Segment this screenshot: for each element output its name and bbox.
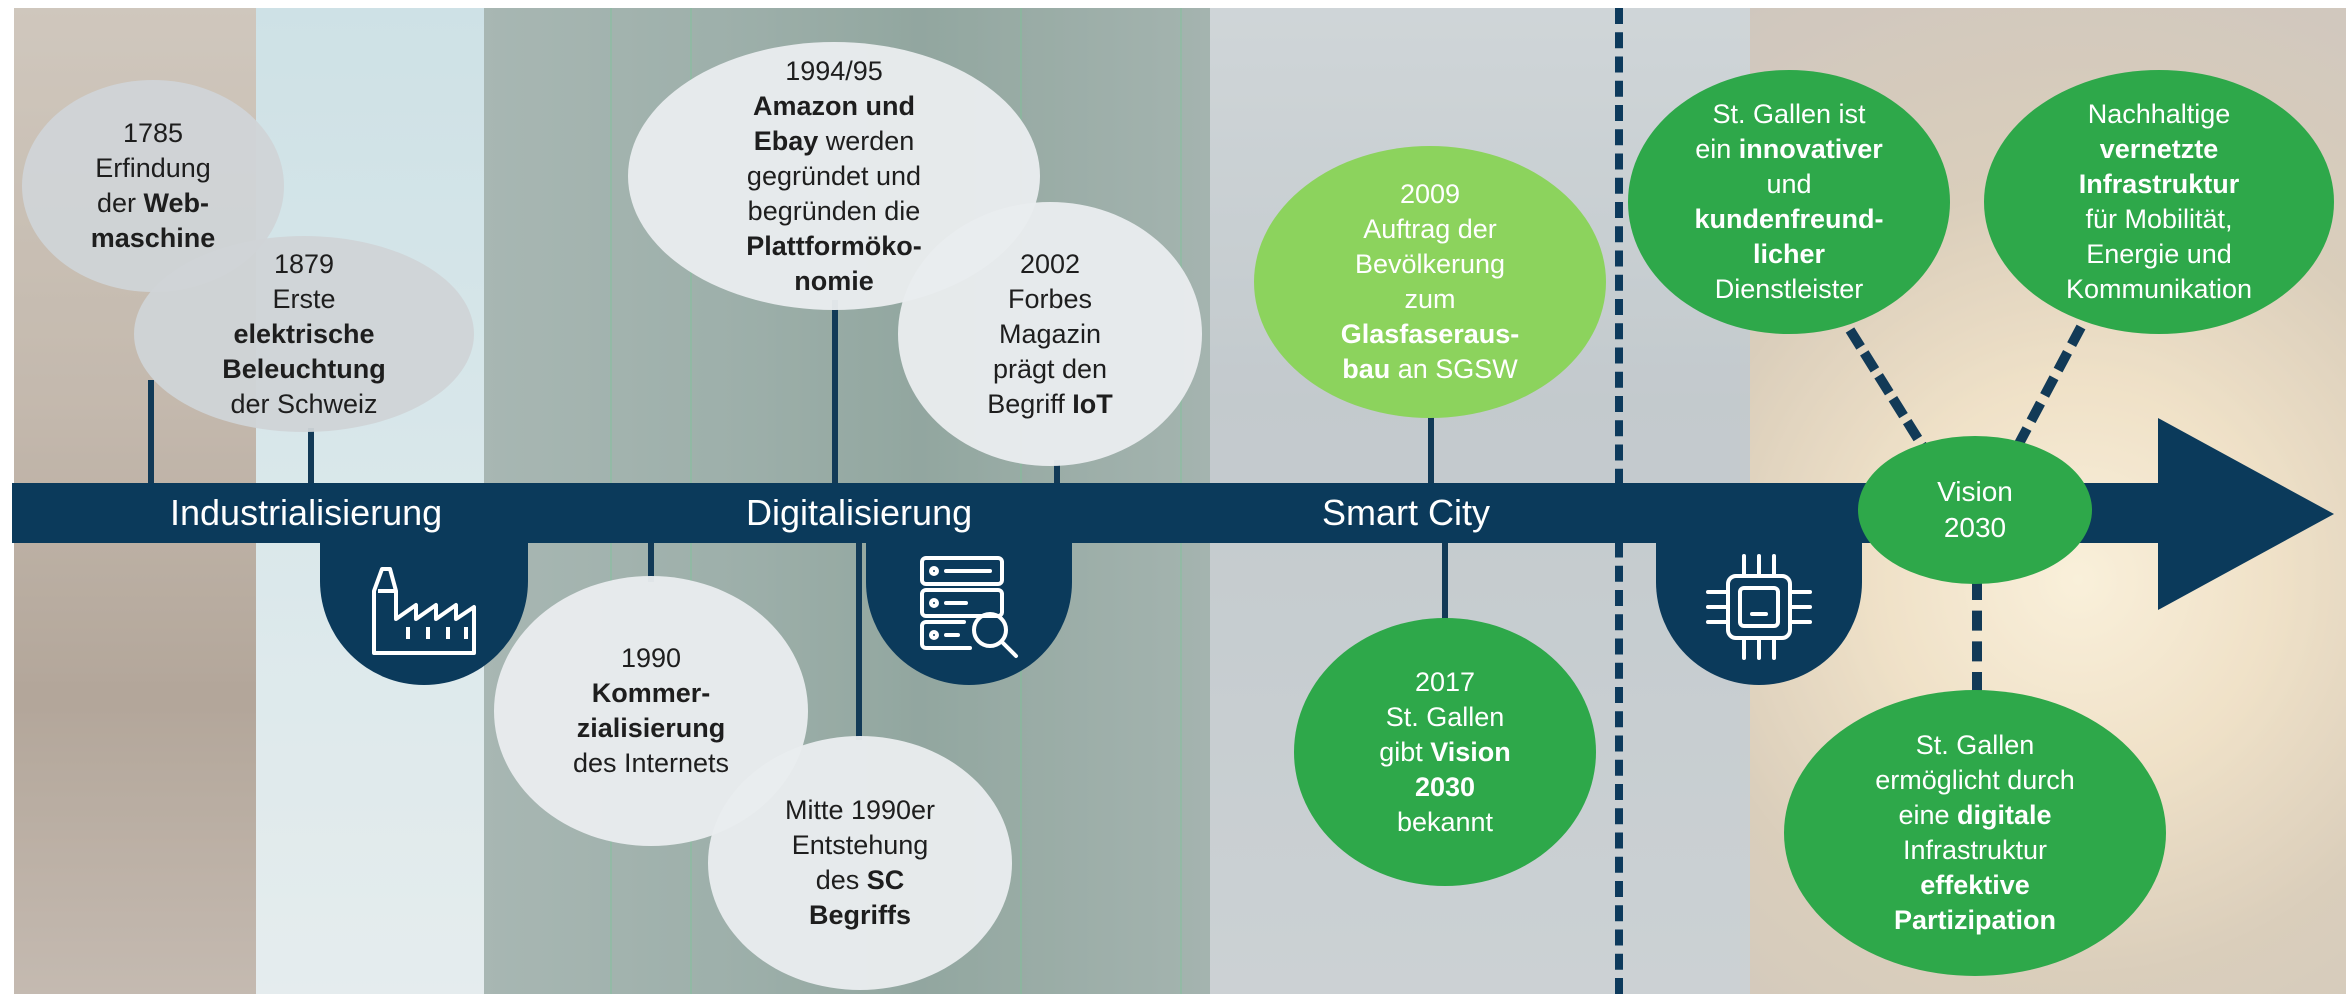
event-text: Begriff IoT [987, 388, 1113, 419]
event-text: Amazon und [753, 90, 915, 121]
goal-service: St. Gallen ist ein innovativer und kunde… [1628, 70, 1950, 334]
event-text: Ebay werden [753, 125, 915, 156]
connector-1990 [648, 540, 654, 582]
event-text: 2030 [1414, 771, 1476, 802]
timeline-bar [12, 483, 2162, 543]
era-digitalisierung: Digitalisierung [746, 492, 973, 533]
goal-text: St. Gallen ist [1712, 99, 1866, 129]
event-2002: 2002 Forbes Magazin prägt den Begriff Io… [898, 202, 1202, 466]
event-text: St. Gallen [1385, 701, 1505, 732]
vision-label: Vision [1937, 476, 2013, 507]
event-text: des Internets [572, 748, 730, 778]
event-2009: 2009 Auftrag der Bevölkerung zum Glasfas… [1254, 146, 1606, 418]
event-year: 1785 [122, 118, 184, 148]
goal-text: Partizipation [1893, 905, 2056, 935]
event-text: nomie [794, 265, 874, 296]
event-text: elektrische [233, 318, 375, 349]
event-text: des SC [815, 865, 905, 895]
event-year: 1994/95 [785, 55, 883, 86]
event-year: 2009 [1399, 179, 1461, 209]
connector-2002 [1054, 460, 1060, 484]
event-1879: 1879 Erste elektrische Beleuchtung der S… [134, 236, 474, 432]
era-industrialisierung: Industrialisierung [170, 492, 443, 533]
goal-text: licher [1752, 239, 1826, 269]
server-search-icon [920, 556, 1018, 658]
goal-text: Energie und [2086, 239, 2232, 269]
event-text: Kommer- [591, 678, 711, 708]
event-year: 2017 [1414, 666, 1476, 697]
event-year: 1990 [620, 643, 682, 673]
event-text: Plattformöko- [746, 230, 922, 261]
event-text: Forbes [1007, 283, 1093, 314]
goal-text: Infrastruktur [2078, 169, 2240, 199]
goal-text: und [1766, 169, 1812, 199]
goal-text: effektive [1920, 870, 2030, 900]
event-year: Mitte 1990er [784, 795, 936, 825]
connector-1994 [832, 300, 838, 484]
event-text: Glasfaseraus- [1340, 319, 1520, 349]
goal-text: kundenfreund- [1694, 204, 1884, 234]
connector-1879 [308, 428, 314, 484]
event-text: Magazin [998, 318, 1102, 349]
event-text: gibt Vision [1379, 736, 1511, 767]
connector-1785 [148, 380, 154, 484]
event-text: gegründet und [746, 160, 922, 191]
goal-text: ein innovativer [1695, 134, 1883, 164]
event-text: Begriffs [808, 900, 911, 930]
event-2017: 2017 St. Gallen gibt Vision 2030 bekannt [1294, 618, 1596, 886]
event-text: der Web- [96, 188, 210, 218]
event-text: maschine [90, 223, 216, 253]
connector-1990er [856, 540, 862, 740]
goal-text: Dienstleister [1714, 274, 1864, 304]
goal-text: vernetzte [2099, 134, 2219, 164]
event-text: zum [1404, 284, 1456, 314]
vision-label: 2030 [1943, 512, 2007, 543]
event-text: Erfindung [95, 153, 211, 183]
goal-text: Infrastruktur [1902, 835, 2048, 865]
event-text: Auftrag der [1363, 214, 1497, 244]
event-text: bau an SGSW [1342, 354, 1518, 384]
event-year: 1879 [273, 248, 335, 279]
vision-link-participation [1972, 580, 1982, 692]
goal-infrastructure: Nachhaltige vernetzte Infrastruktur für … [1984, 70, 2334, 334]
event-1990: 1990 Kommer- zialisierung des Internets [494, 576, 808, 846]
event-text: Beleuchtung [222, 353, 386, 384]
event-text: Erste [272, 283, 336, 314]
event-text: begründen die [747, 195, 921, 226]
factory-icon [372, 567, 476, 655]
connector-2017 [1442, 540, 1448, 622]
event-mitte-1990er: Mitte 1990er Entstehung des SC Begriffs [708, 736, 1012, 990]
event-year: 2002 [1019, 248, 1081, 279]
goal-text: Kommunikation [2065, 274, 2253, 304]
goal-text: eine digitale [1898, 800, 2052, 830]
event-text: der Schweiz [230, 388, 378, 419]
arrow-right-icon [2158, 418, 2334, 610]
era-smart-city: Smart City [1322, 492, 1491, 533]
goal-text: St. Gallen [1915, 730, 2035, 760]
chip-icon [1706, 554, 1812, 660]
goal-text: ermöglicht durch [1875, 765, 2075, 795]
event-text: zialisierung [576, 713, 726, 743]
goal-participation: St. Gallen ermöglicht durch eine digital… [1784, 690, 2166, 976]
event-text: Bevölkerung [1354, 249, 1506, 279]
vision-2030-hub: Vision 2030 [1858, 436, 2092, 584]
connector-2009 [1428, 412, 1434, 484]
event-text: Entstehung [791, 830, 929, 860]
event-text: prägt den [992, 353, 1108, 384]
event-1994-95: 1994/95 Amazon und Ebay werden gegründet… [628, 42, 1040, 310]
goal-text: Nachhaltige [2087, 99, 2231, 129]
goal-text: für Mobilität, [2085, 204, 2233, 234]
event-text: bekannt [1396, 806, 1494, 837]
